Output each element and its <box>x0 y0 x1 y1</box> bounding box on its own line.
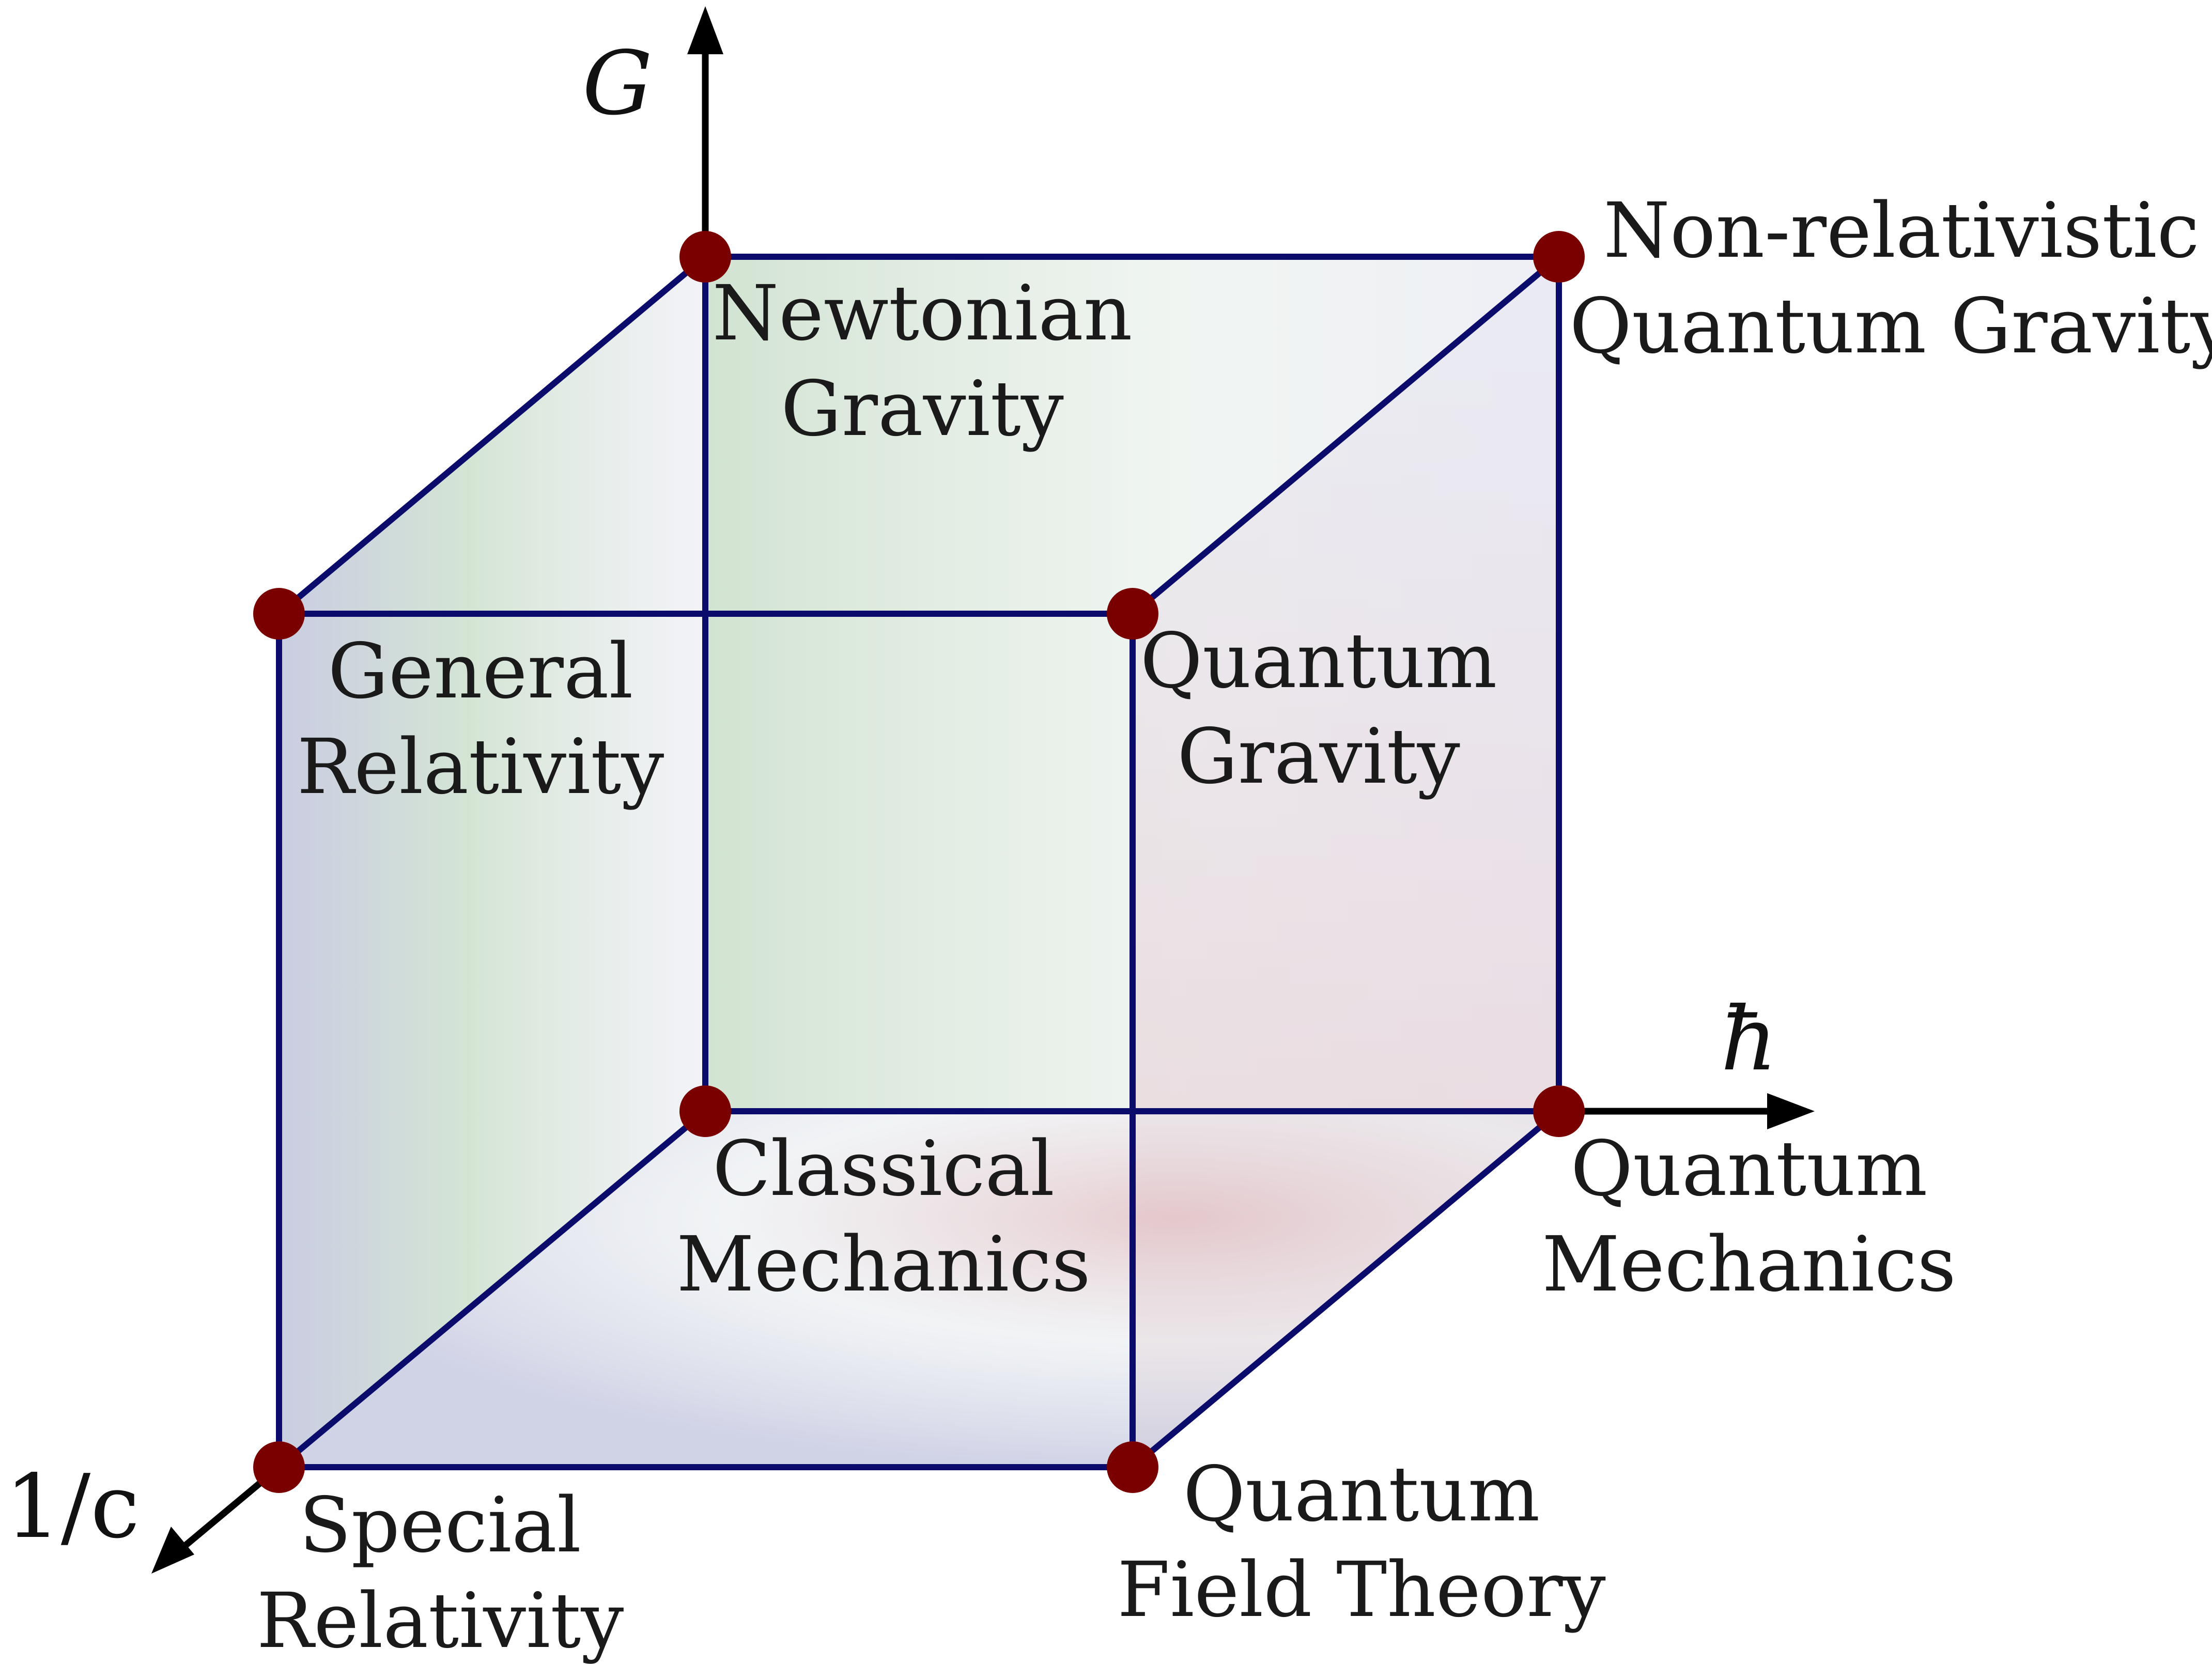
edge <box>276 254 708 617</box>
vertex-newtonian-gravity <box>679 231 731 283</box>
vertex-classical-mechanics <box>679 1085 731 1137</box>
edge <box>276 1108 708 1470</box>
hbar-axis-label: ħ <box>1721 988 1777 1091</box>
hbar-axis-arrowhead <box>1767 1093 1815 1129</box>
cube-vertices <box>253 231 1585 1493</box>
vertex-labels: Newtonian Gravity Non-relativistic Quant… <box>257 186 2212 1664</box>
label-newtonian-gravity-line2: Gravity <box>781 365 1064 453</box>
left-face <box>279 257 705 1467</box>
label-quantum-mechanics-line1: Quantum <box>1571 1125 1928 1213</box>
c-axis-arrowhead <box>151 1527 194 1574</box>
label-general-relativity-line1: General <box>328 627 633 716</box>
axes <box>151 6 1815 1574</box>
cube-edges <box>276 254 1562 1470</box>
label-newtonian-gravity-line1: Newtonian <box>712 269 1132 357</box>
vertex-quantum-gravity <box>1107 588 1158 640</box>
label-general-relativity-line2: Relativity <box>297 723 664 811</box>
label-special-relativity-line2: Relativity <box>257 1577 624 1664</box>
label-quantum-field-theory-line1: Quantum <box>1183 1450 1540 1538</box>
label-classical-mechanics-line1: Classical <box>713 1125 1055 1213</box>
vertex-general-relativity <box>253 588 305 640</box>
axis-labels: G ħ 1/c <box>5 33 1777 1558</box>
edge <box>1130 254 1562 617</box>
label-special-relativity-line1: Special <box>299 1481 581 1569</box>
vertex-nonrel-quantum-gravity <box>1533 231 1585 283</box>
vertex-special-relativity <box>253 1441 305 1493</box>
vertex-quantum-field-theory <box>1107 1441 1158 1493</box>
label-quantum-mechanics-line2: Mechanics <box>1542 1220 1956 1309</box>
g-axis-arrowhead <box>687 6 723 54</box>
label-classical-mechanics-line2: Mechanics <box>676 1220 1091 1309</box>
label-quantum-field-theory-line2: Field Theory <box>1117 1546 1605 1634</box>
edge <box>1130 1108 1562 1470</box>
label-quantum-gravity-line1: Quantum <box>1140 617 1497 705</box>
vertex-quantum-mechanics <box>1533 1085 1585 1137</box>
label-nonrel-quantum-gravity-line2: Quantum Gravity <box>1570 282 2212 370</box>
g-axis-label: G <box>582 33 653 135</box>
c-axis-label: 1/c <box>5 1456 140 1558</box>
label-nonrel-quantum-gravity-line1: Non-relativistic <box>1603 186 2199 275</box>
label-quantum-gravity-line2: Gravity <box>1177 712 1460 801</box>
